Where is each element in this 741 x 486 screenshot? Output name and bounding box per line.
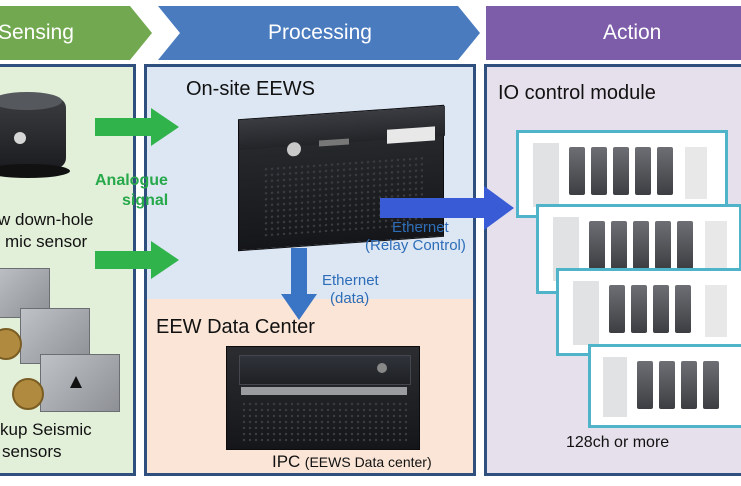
processing-header: Processing xyxy=(180,6,460,60)
sensing-header-shape xyxy=(0,6,152,60)
header-chevrons xyxy=(0,6,741,60)
analogue-label-line2: signal xyxy=(122,192,169,209)
io-count-label: 128ch or more xyxy=(566,434,670,451)
processing-header-shape xyxy=(158,6,480,60)
sensing-header-label: Sensing xyxy=(0,21,74,44)
downhole-sensor-image xyxy=(0,90,70,190)
green-arrow-top xyxy=(95,108,179,146)
connector-icon xyxy=(0,328,22,360)
analogue-label-line1: Analogue xyxy=(95,172,168,189)
ethernet-relay-line1: Ethernet xyxy=(392,219,449,236)
downhole-label-line1: w down-hole xyxy=(0,210,94,229)
pickup-sensors-image xyxy=(0,268,130,418)
ipc-label-main: IPC xyxy=(272,452,301,471)
datacenter-title: EEW Data Center xyxy=(156,316,315,338)
io-module-3 xyxy=(556,268,741,356)
action-header-shape xyxy=(486,6,741,60)
ipc-device-image xyxy=(226,346,420,450)
ethernet-relay-arrow xyxy=(380,186,514,230)
ipc-label-sub: (EEWS Data center) xyxy=(304,454,432,470)
processing-header-label: Processing xyxy=(268,21,372,44)
io-module-4 xyxy=(588,344,741,428)
action-header: Action xyxy=(486,6,741,60)
ethernet-data-arrow xyxy=(281,248,317,320)
green-arrow-bottom xyxy=(95,241,179,279)
action-header-label: Action xyxy=(603,21,662,44)
ethernet-data-line2: (data) xyxy=(330,290,370,307)
ethernet-relay-line2: (Relay Control) xyxy=(365,237,466,254)
up-arrow-icon xyxy=(70,376,82,388)
ipc-label: IPC (EEWS Data center) xyxy=(272,452,432,472)
sensor-knob-icon xyxy=(14,132,26,144)
ethernet-data-line1: Ethernet xyxy=(322,272,379,289)
power-button-icon xyxy=(287,141,301,157)
pickup-label-line2: sensors xyxy=(2,442,62,461)
sensing-header: Sensing xyxy=(0,6,140,60)
ipc-power-icon xyxy=(377,363,387,373)
io-control-title: IO control module xyxy=(498,82,656,104)
downhole-label-line2: mic sensor xyxy=(5,232,88,251)
onsite-eews-title: On-site EEWS xyxy=(186,78,315,100)
pickup-label-line1: kup Seismic xyxy=(0,420,92,439)
device-nameplate xyxy=(387,126,435,144)
connector-icon xyxy=(12,378,44,410)
